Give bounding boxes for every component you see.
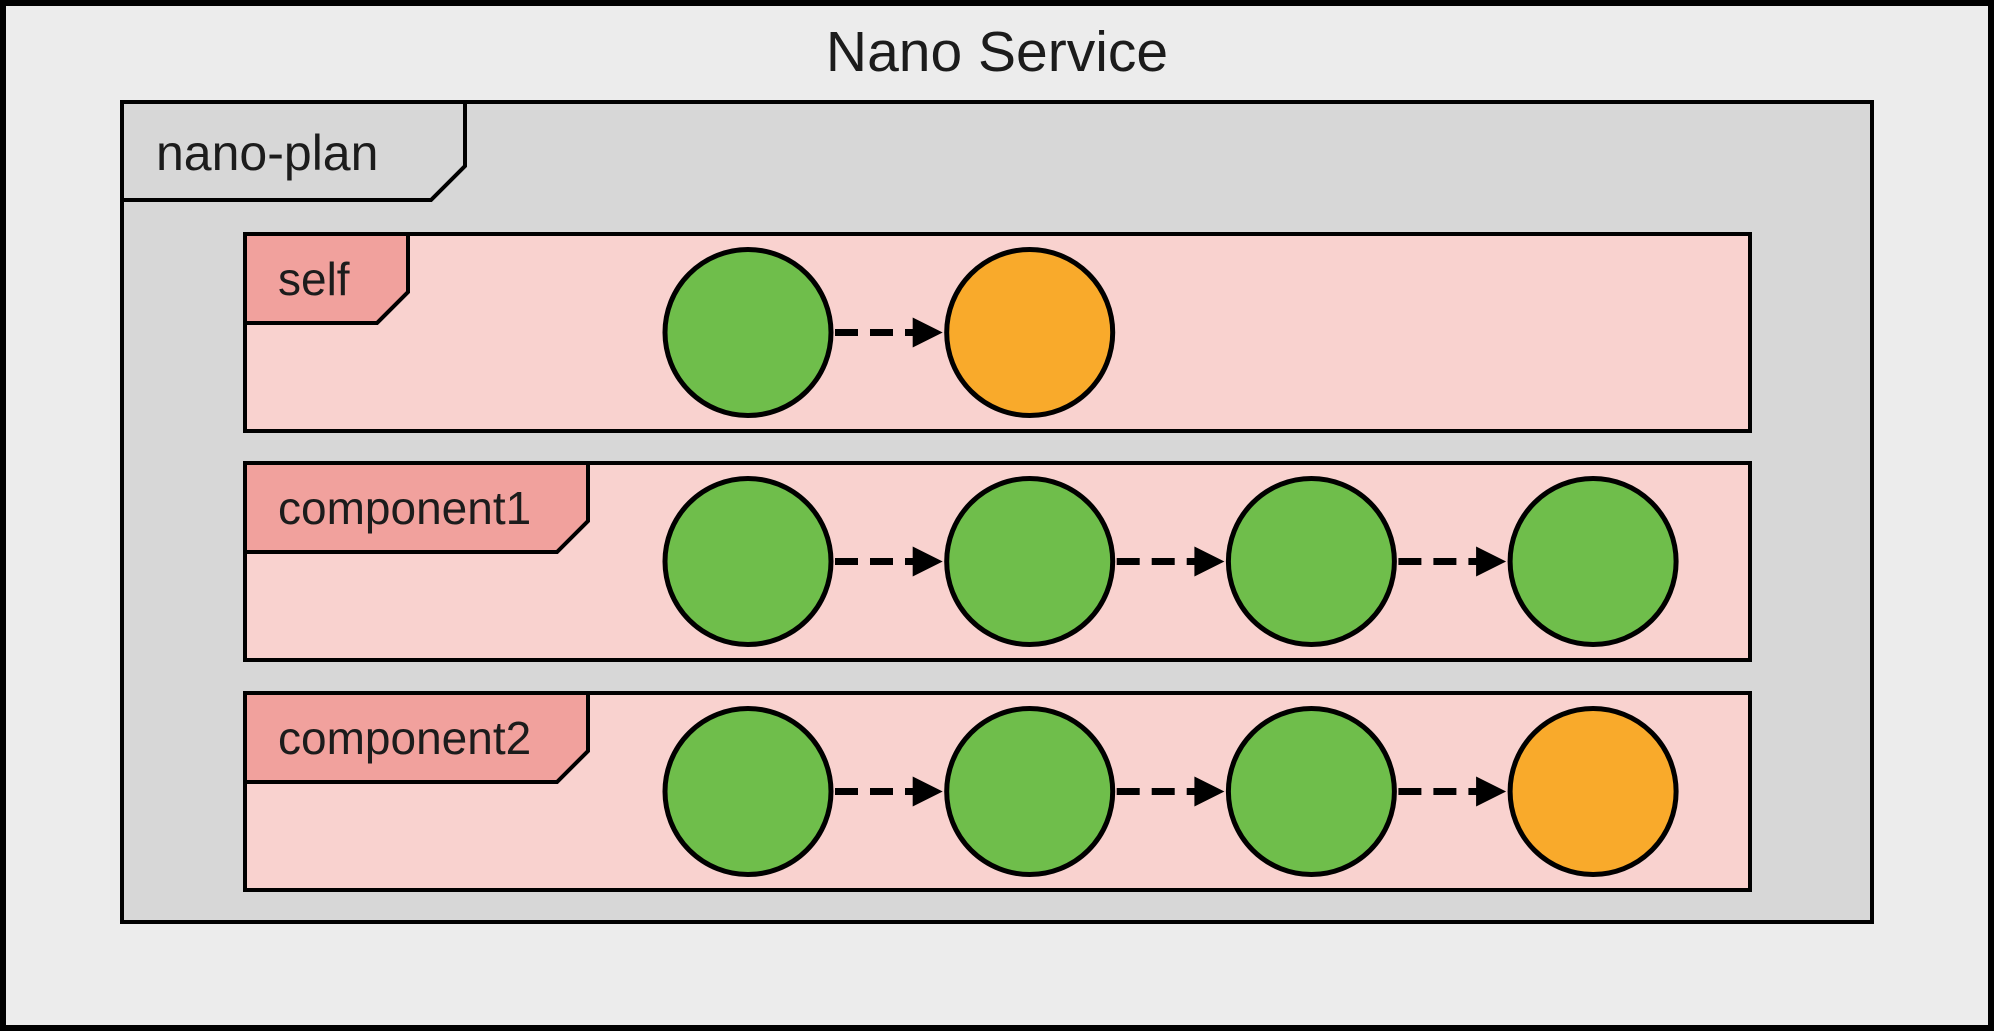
- lane-tab: [243, 691, 590, 784]
- step-circle-green: [1225, 476, 1397, 647]
- step-circle-orange: [1507, 706, 1679, 877]
- transition-arrowhead-icon: [1476, 546, 1507, 577]
- transition-arrowhead-icon: [1476, 776, 1507, 807]
- nano-plan-tab: [120, 100, 467, 202]
- step-circle-green: [944, 706, 1116, 877]
- lane-steps: [662, 706, 1679, 877]
- lane-component2: component2: [243, 691, 1752, 892]
- lane-tab: [243, 461, 590, 554]
- transition-arrowhead-icon: [912, 546, 943, 577]
- lane-steps: [662, 247, 1116, 418]
- transition-arrowhead-icon: [1194, 546, 1225, 577]
- lane-label: component1: [278, 482, 531, 534]
- diagram-title: Nano Service: [826, 20, 1168, 84]
- transition-arrowhead-icon: [912, 776, 943, 807]
- lane-tab: [243, 232, 410, 325]
- step-circle-green: [662, 247, 834, 418]
- lane-label: component2: [278, 712, 531, 764]
- step-circle-green: [944, 476, 1116, 647]
- nano-plan-label: nano-plan: [156, 125, 378, 181]
- step-circle-green: [1225, 706, 1397, 877]
- transition-arrowhead-icon: [912, 317, 943, 348]
- step-circle-orange: [944, 247, 1116, 418]
- lane-label: self: [278, 253, 350, 305]
- step-circle-green: [662, 476, 834, 647]
- transition-arrowhead-icon: [1194, 776, 1225, 807]
- lane-steps: [662, 476, 1679, 647]
- step-circle-green: [662, 706, 834, 877]
- lane-self: self: [243, 232, 1752, 433]
- lane-component1: component1: [243, 461, 1752, 662]
- step-circle-green: [1507, 476, 1679, 647]
